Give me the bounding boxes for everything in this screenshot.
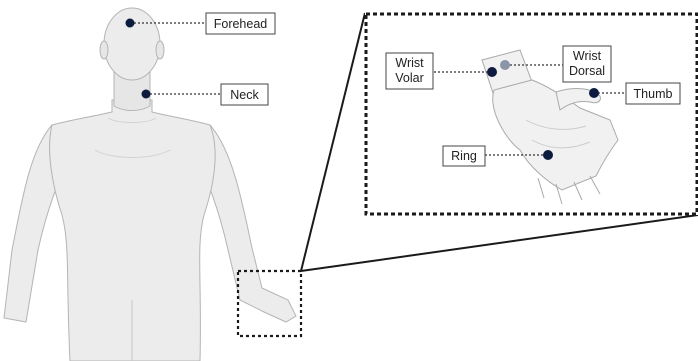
zoom-line-bottom [301,215,698,271]
zoom-line-top [301,13,365,271]
wrist-dorsal-sensor-dot [500,60,510,70]
head [104,8,160,80]
neck-marker: Neck [142,84,269,105]
wrist-volar-label-line1: Wrist [395,56,424,70]
forehead-sensor-dot [126,19,135,28]
wrist-volar-label-line2: Volar [395,71,424,85]
wrist-dorsal-label-line2: Dorsal [569,64,605,78]
thumb-label: Thumb [634,87,673,101]
wrist-dorsal-label-line1: Wrist [573,49,602,63]
ring-label: Ring [451,149,477,163]
neck-sensor-dot [142,90,151,99]
thumb-sensor-dot [589,88,599,98]
neck-label: Neck [230,88,259,102]
human-body-silhouette [4,8,296,361]
forehead-label: Forehead [214,17,268,31]
wrist-volar-sensor-dot [487,67,497,77]
hand-zoom-inset: Wrist Volar Wrist Dorsal Thumb Ring [365,13,698,215]
ring-sensor-dot [543,150,553,160]
